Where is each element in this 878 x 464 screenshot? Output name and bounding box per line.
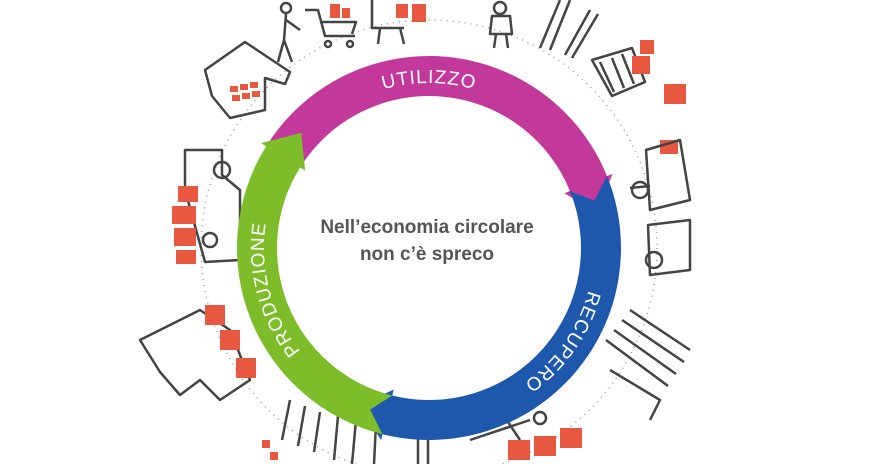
shop-icon xyxy=(203,40,292,120)
cycle-ring xyxy=(236,56,621,441)
forklift-icon xyxy=(459,408,582,460)
garbage-truck-icon xyxy=(629,138,692,277)
cart-icon xyxy=(305,4,358,49)
tools-icon xyxy=(538,0,600,59)
factory-icon xyxy=(138,305,256,402)
child-icon xyxy=(488,0,514,49)
center-text-line-1: Nell’economia circolare xyxy=(320,217,533,238)
ring-segment-produzione xyxy=(236,132,393,435)
bench-icon xyxy=(370,0,426,45)
center-text-line-2: non c’è spreco xyxy=(360,244,494,265)
recycling-pipes-icon xyxy=(605,308,691,421)
trash-bin-icon xyxy=(590,40,686,154)
shopper-icon xyxy=(276,1,301,63)
ring-segment-utilizzo xyxy=(266,56,613,213)
ring-segment-recupero xyxy=(359,176,621,441)
dotted-orbit xyxy=(200,19,658,464)
delivery-truck-icon xyxy=(172,148,242,264)
